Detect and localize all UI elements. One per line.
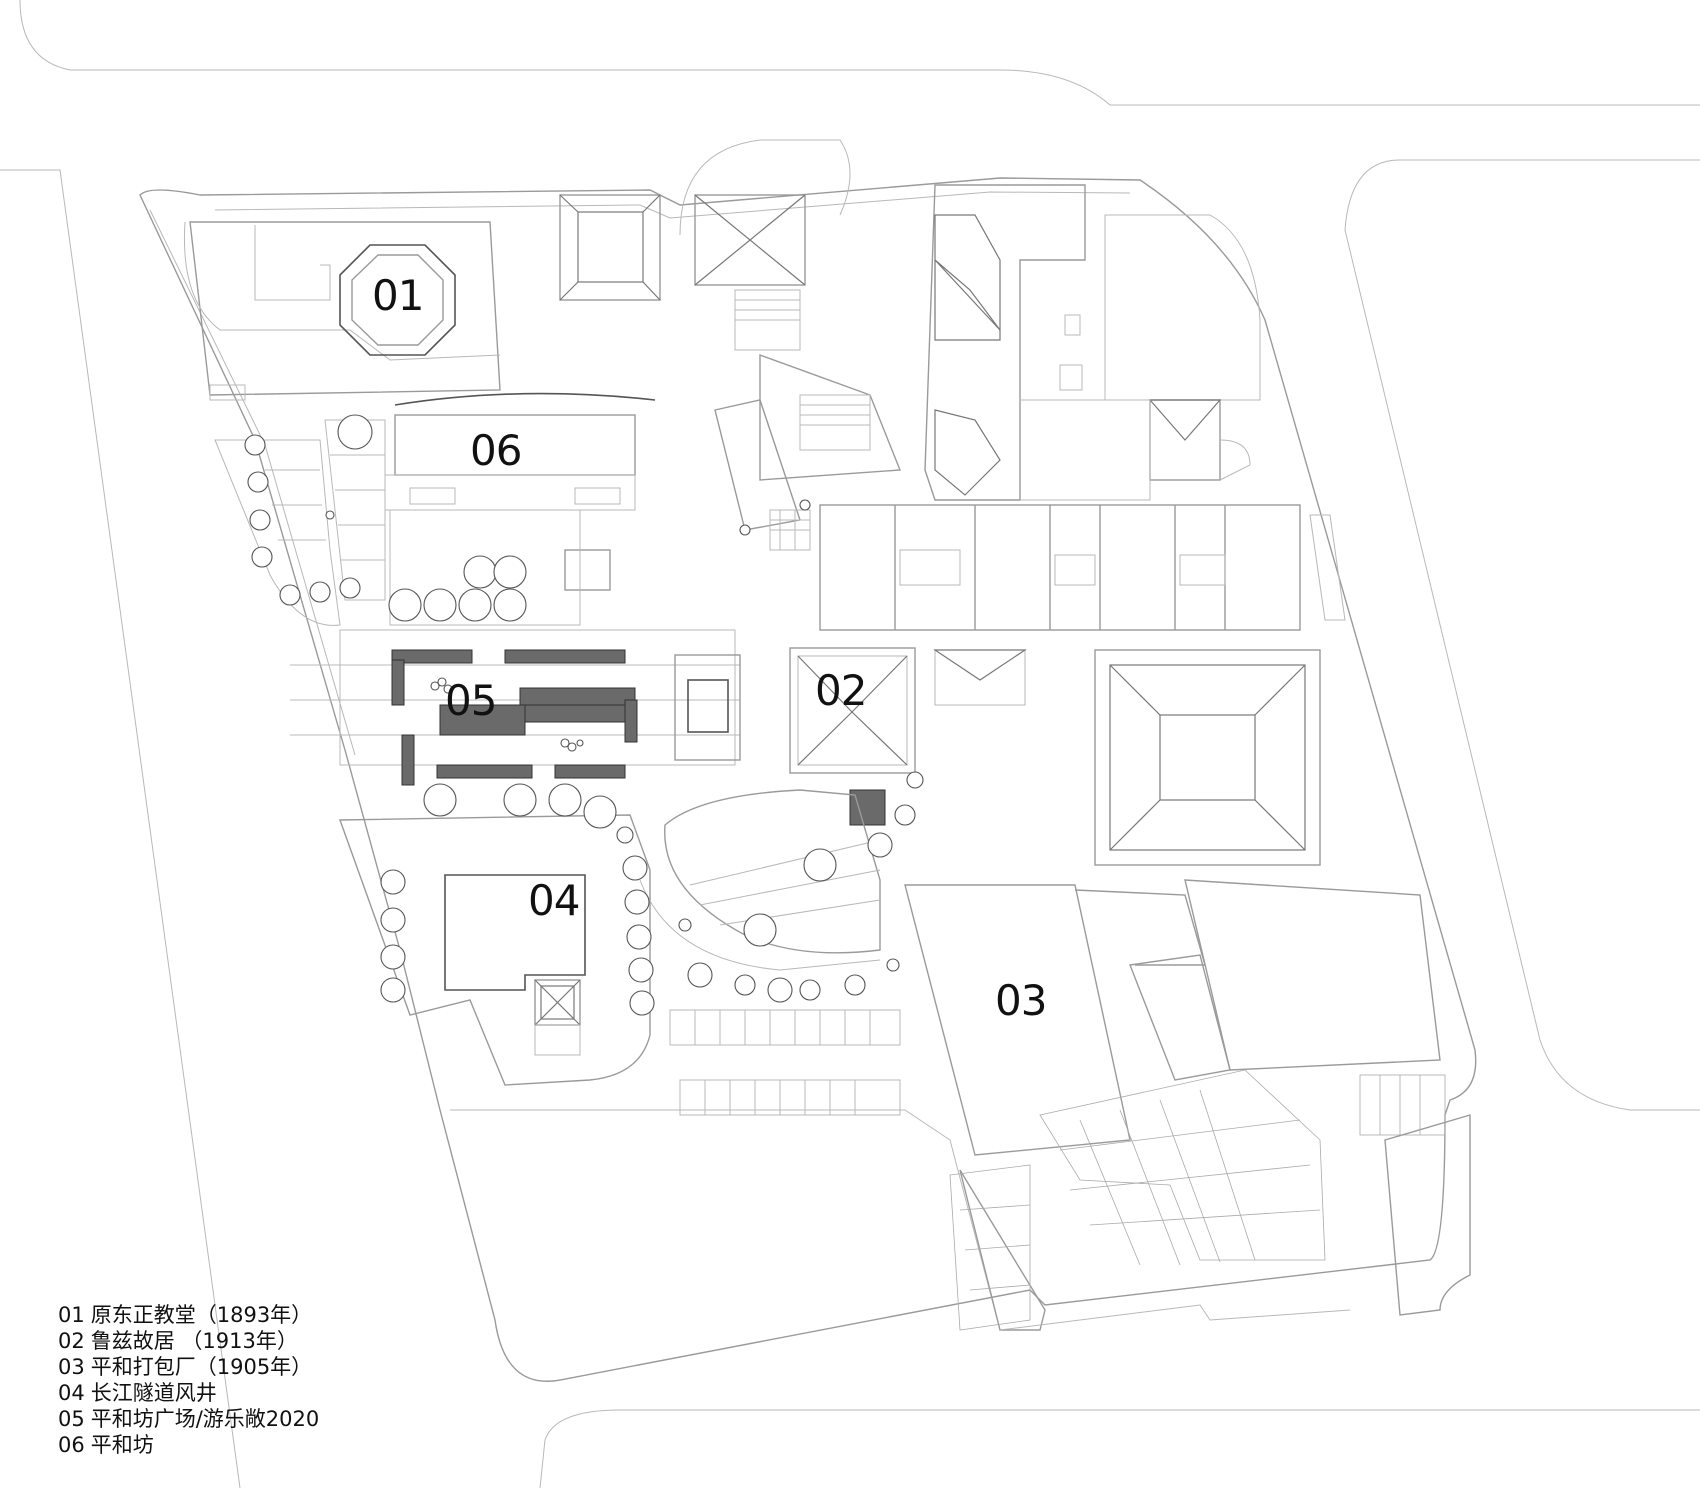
zone-label-04: 04 <box>528 876 579 925</box>
packing-factory <box>450 879 1471 1331</box>
zone-label-06: 06 <box>470 426 521 475</box>
tunnel-shaft <box>339 814 651 1086</box>
zone-labels: 01 02 03 04 05 06 <box>372 271 1047 1025</box>
terraced-row <box>819 504 1346 631</box>
plaza-05 <box>290 629 886 826</box>
villa-complex <box>924 184 1261 501</box>
site-boundary <box>139 177 1477 1382</box>
lutz-residence <box>789 647 1027 774</box>
zone-label-01: 01 <box>372 271 423 320</box>
north-buildings <box>559 139 902 551</box>
curved-garden <box>639 789 881 971</box>
zone-label-02: 02 <box>815 666 866 715</box>
glass-roof <box>949 1069 1446 1331</box>
trees <box>244 414 924 1016</box>
zone-label-03: 03 <box>995 976 1046 1025</box>
zone-label-05: 05 <box>445 676 496 725</box>
plaza-seating <box>391 649 886 826</box>
east-block <box>1094 649 1321 866</box>
south-parking <box>669 1009 901 1116</box>
church-compound <box>183 221 501 401</box>
